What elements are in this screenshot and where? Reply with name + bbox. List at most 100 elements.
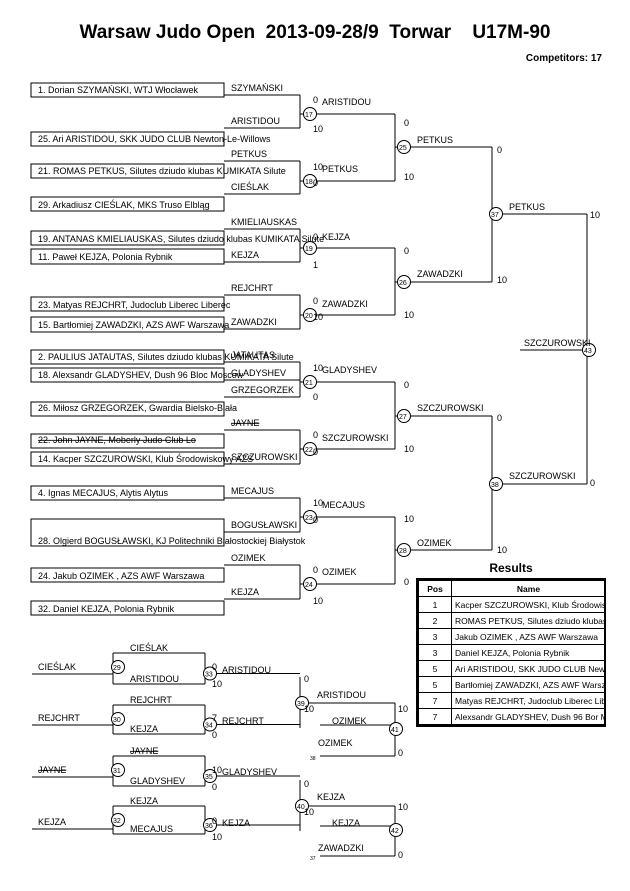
- competitor-box: [30, 367, 225, 383]
- competitor-name: 23. Matyas REJCHRT, Judoclub Liberec Lib…: [38, 300, 231, 310]
- match-score: 10: [404, 444, 414, 454]
- round2-name: KEJZA: [322, 232, 350, 242]
- competitor-name: 11. Paweł KEJZA, Polonia Rybnik: [38, 252, 173, 262]
- match-circle: [397, 409, 411, 423]
- competitor-box: [30, 401, 225, 417]
- round1-name: REJCHRT: [231, 283, 273, 293]
- match-number: 18: [305, 179, 313, 186]
- page-title: Warsaw Judo Open 2013-09-28/9 Torwar U17…: [79, 22, 551, 43]
- competitor-name: 4. Ignas MECAJUS, Alytis Alytus: [38, 488, 169, 498]
- match-number: 33: [205, 672, 213, 679]
- results-name: Jakub OZIMEK , AZS AWF Warszawa: [451, 628, 604, 645]
- match-score: 10: [497, 275, 507, 285]
- match-circle: [489, 207, 503, 221]
- competitor-count: Competitors: 17: [525, 53, 602, 64]
- match-score: 10: [590, 210, 600, 220]
- match-circle: [203, 666, 217, 681]
- results-name: Alexsandr GLADYSHEV, Dush 96 Bor Moscow: [451, 708, 604, 725]
- competitor-box: [30, 349, 225, 365]
- match-score: 10: [404, 514, 414, 524]
- match-number: 22: [305, 447, 313, 454]
- competitor-box: [30, 230, 225, 246]
- competitor-box: [30, 131, 225, 147]
- match-number: 39: [297, 701, 305, 708]
- round1-name: MECAJUS: [231, 486, 274, 496]
- results-header-name: Name: [451, 580, 604, 597]
- competitor-name: 21. ROMAS PETKUS, Silutes dziudo klubas …: [38, 166, 286, 176]
- round2-name: MECAJUS: [322, 500, 365, 510]
- match-circle: [111, 763, 125, 777]
- final-winner: SZCZUROWSKI: [524, 338, 591, 348]
- match-number: 37: [491, 212, 499, 219]
- competitor-box: [30, 248, 225, 265]
- competitor-box: [30, 163, 225, 179]
- round4-name: SZCZUROWSKI: [509, 471, 576, 481]
- match-circle: [203, 717, 217, 732]
- match-circle: [111, 712, 125, 726]
- competitor-name: 19. ANTANAS KMIELIAUSKAS, Silutes dziudo…: [38, 234, 324, 244]
- match-circle: [203, 769, 217, 783]
- results-pos: 1: [418, 596, 452, 613]
- match-score: 0: [313, 515, 318, 525]
- repechage-name: KEJZA: [130, 724, 158, 734]
- results-title: Results: [489, 561, 533, 575]
- round2-name: SZCZUROWSKI: [322, 433, 389, 443]
- match-number: 25: [399, 145, 407, 152]
- repechage-score: 10: [212, 765, 222, 775]
- repechage-name: GLADYSHEV: [130, 776, 185, 786]
- match-circle: [397, 140, 411, 154]
- repechage-score: 10: [398, 802, 408, 812]
- match-number: 20: [305, 313, 313, 320]
- match-number: 41: [391, 727, 399, 734]
- match-circle: [295, 799, 309, 813]
- match-number: 36: [205, 823, 213, 830]
- match-score: 10: [497, 545, 507, 555]
- repechage-name: CIEŚLAK: [130, 642, 168, 653]
- round1-name: KEJZA: [231, 587, 259, 597]
- round1-name: ARISTIDOU: [231, 116, 280, 126]
- competitor-name: 25. Ari ARISTIDOU, SKK JUDO CLUB Newton-…: [38, 134, 271, 144]
- repechage-score: 0: [212, 730, 217, 740]
- repechage-score: 10: [398, 704, 408, 714]
- repechage-score: 0: [212, 662, 217, 672]
- repechage-score: 10: [304, 704, 314, 714]
- match-circle: [303, 107, 317, 121]
- competitor-name: 15. Bartłomiej ZAWADZKI, AZS AWF Warszaw…: [38, 320, 229, 330]
- match-score: 0: [313, 232, 318, 242]
- round1-name: CIEŚLAK: [231, 181, 269, 192]
- repechage-score: 10: [212, 679, 222, 689]
- repechage-name: JAYNE: [130, 746, 158, 756]
- match-number: 27: [399, 414, 407, 421]
- match-circle: [397, 275, 411, 289]
- round1-name: OZIMEK: [231, 553, 266, 563]
- match-number: 34: [205, 723, 213, 730]
- match-circle: [303, 241, 317, 255]
- repechage-winner: ARISTIDOU: [222, 665, 271, 675]
- match-score: 10: [404, 310, 414, 320]
- match-score: 0: [497, 413, 502, 423]
- competitor-box: [30, 451, 225, 467]
- repechage-name: JAYNE: [38, 765, 66, 775]
- match-circle: [303, 375, 317, 389]
- round3-name: SZCZUROWSKI: [417, 403, 484, 413]
- repechage-score: 10: [304, 807, 314, 817]
- match-circle: [389, 823, 403, 837]
- results-pos: 5: [418, 660, 452, 677]
- results-name: Daniel KEJZA, Polonia Rybnik: [451, 644, 604, 661]
- competitor-box: [30, 196, 225, 212]
- round4-name: PETKUS: [509, 202, 545, 212]
- match-score: 0: [313, 296, 318, 306]
- competitor-name: 14. Kacper SZCZUROWSKI, Klub Środowiskow…: [38, 453, 253, 464]
- match-number: 31: [113, 768, 121, 775]
- repechage-name: MECAJUS: [130, 824, 173, 834]
- repechage-name: REJCHRT: [38, 713, 80, 723]
- competitor-box: [30, 316, 225, 333]
- match-circle: [111, 813, 125, 827]
- match-circle: [303, 174, 317, 188]
- results-pos: 2: [418, 612, 452, 629]
- match-score: 0: [313, 430, 318, 440]
